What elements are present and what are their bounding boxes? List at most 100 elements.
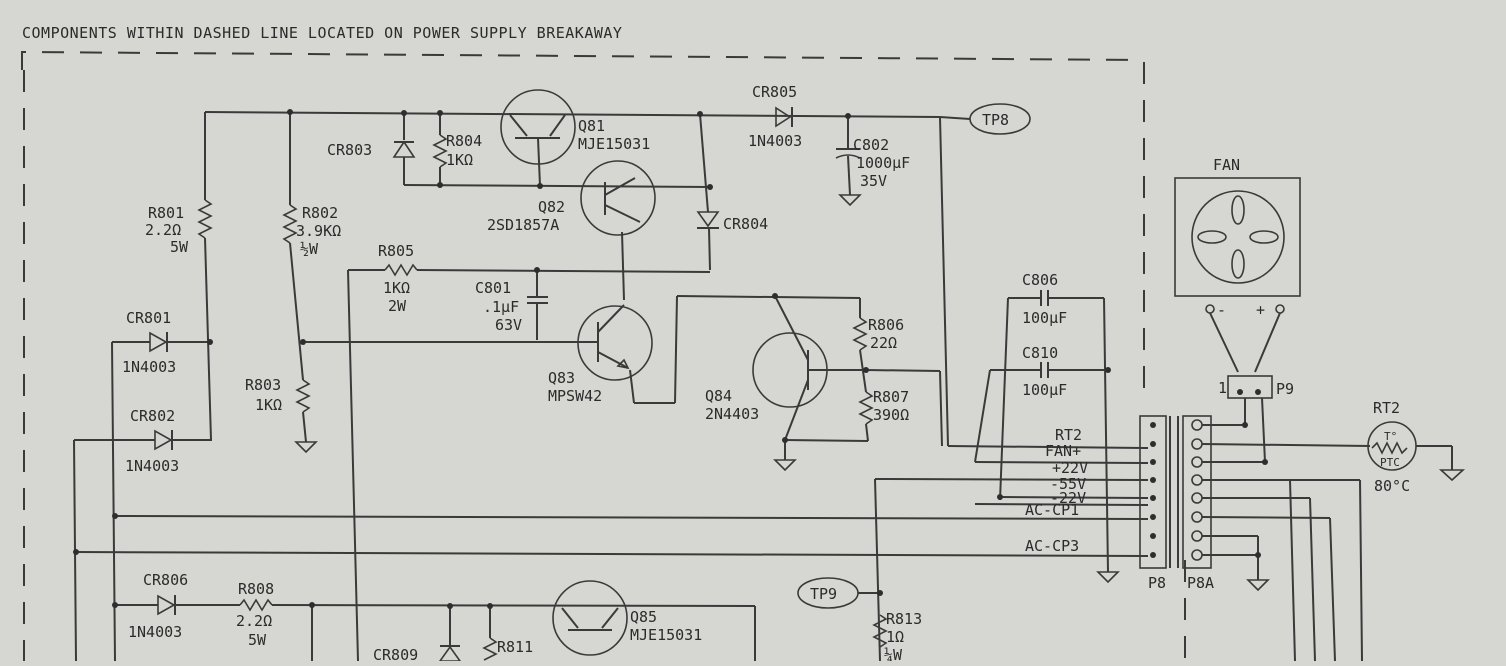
r808-rating: 5W bbox=[248, 631, 267, 649]
signal-rt2: RT2 bbox=[1055, 426, 1082, 444]
r808-ref: R808 bbox=[238, 580, 274, 598]
signal-m22v: -22V bbox=[1050, 489, 1086, 507]
r811-resistor: R811 bbox=[482, 606, 533, 661]
r804-resistor: R804 1KΩ bbox=[432, 112, 482, 185]
c810-value: 100µF bbox=[1022, 381, 1067, 399]
r803-ref: R803 bbox=[245, 376, 281, 394]
q81-transistor: Q81 MJE15031 bbox=[500, 89, 650, 187]
cr806-ref: CR806 bbox=[143, 571, 188, 589]
r807-ref: R807 bbox=[873, 388, 909, 406]
p9-label: P9 bbox=[1276, 380, 1294, 398]
cr805-diode: CR805 1N4003 bbox=[748, 83, 802, 150]
q84-transistor: Q84 2N4403 bbox=[705, 295, 869, 472]
tp8-testpoint: TP8 bbox=[939, 103, 1031, 447]
fan-pin1: 1 bbox=[1218, 379, 1227, 397]
c801-value: .1µF bbox=[483, 298, 519, 316]
c806-ref: C806 bbox=[1022, 271, 1058, 289]
q83-part: MPSW42 bbox=[548, 387, 602, 405]
header-note: COMPONENTS WITHIN DASHED LINE LOCATED ON… bbox=[22, 24, 622, 42]
cr806-diode: CR806 1N4003 bbox=[112, 571, 240, 641]
c801-capacitor: C801 .1µF 63V bbox=[475, 270, 548, 340]
rt2-symbol-bottom: PTC bbox=[1380, 456, 1400, 469]
tp9-testpoint: TP9 bbox=[797, 577, 880, 609]
q82-ref: Q82 bbox=[538, 198, 565, 216]
q82-transistor: Q82 2SD1857A bbox=[487, 160, 656, 301]
r801-ref: R801 bbox=[148, 204, 184, 222]
signal-accp1: AC-CP1 bbox=[1025, 501, 1079, 519]
r813-rating: ¼W bbox=[884, 646, 903, 661]
cr806-part: 1N4003 bbox=[128, 623, 182, 641]
cr809-ref: CR809 bbox=[373, 646, 418, 661]
junction-dots bbox=[207, 109, 1268, 609]
r804-ref: R804 bbox=[446, 132, 482, 150]
r805-resistor: R805 1KΩ 2W bbox=[347, 242, 711, 662]
r807-resistor: R807 390Ω bbox=[858, 369, 943, 447]
rt2-symbol-top: T° bbox=[1384, 430, 1397, 443]
fan-assembly: FAN - + 1 P9 bbox=[1174, 156, 1301, 463]
q84-part: 2N4403 bbox=[705, 405, 759, 423]
c801-rating: 63V bbox=[495, 316, 522, 334]
c802-ref: C802 bbox=[853, 136, 889, 154]
cr801-ref: CR801 bbox=[126, 309, 171, 327]
c802-capacitor: C802 1000µF 35V bbox=[835, 116, 910, 207]
p8-label: P8 bbox=[1148, 574, 1166, 592]
p8a-label: P8A bbox=[1187, 574, 1214, 592]
r813-ref: R813 bbox=[886, 610, 922, 628]
r804-value: 1KΩ bbox=[446, 151, 473, 169]
c802-value: 1000µF bbox=[856, 154, 910, 172]
p8-connector: P8 P8A bbox=[1139, 415, 1371, 662]
signal-fanplus: FAN+ bbox=[1045, 442, 1081, 460]
cr803-ref: CR803 bbox=[327, 141, 372, 159]
r803-resistor: R803 1KΩ bbox=[245, 376, 318, 454]
q85-part: MJE15031 bbox=[630, 626, 702, 644]
c801-ref: C801 bbox=[475, 279, 511, 297]
r802-rating: ½W bbox=[300, 240, 319, 258]
fan-plus: + bbox=[1256, 301, 1265, 319]
r808-value: 2.2Ω bbox=[236, 612, 272, 630]
q82-part: 2SD1857A bbox=[487, 216, 559, 234]
c806-capacitor: C806 100µF bbox=[999, 271, 1109, 573]
r801-resistor: R801 2.2Ω 5W bbox=[145, 199, 213, 441]
r802-resistor: R802 3.9KΩ ½W bbox=[282, 112, 341, 381]
rt2-temp: 80°C bbox=[1374, 477, 1410, 495]
r805-rating: 2W bbox=[388, 297, 407, 315]
q83-ref: Q83 bbox=[548, 369, 575, 387]
q85-transistor: Q85 MJE15031 bbox=[552, 580, 702, 656]
cr805-ref: CR805 bbox=[752, 83, 797, 101]
cr801-part: 1N4003 bbox=[122, 358, 176, 376]
q84-ref: Q84 bbox=[705, 387, 732, 405]
c802-rating: 35V bbox=[860, 172, 887, 190]
c810-capacitor: C810 100µF bbox=[974, 344, 1120, 584]
rt2-thermistor: RT2 T° PTC 80°C bbox=[1367, 399, 1466, 495]
r802-value: 3.9KΩ bbox=[296, 222, 341, 240]
q81-part: MJE15031 bbox=[578, 135, 650, 153]
signal-accp3: AC-CP3 bbox=[1025, 537, 1079, 555]
r805-value: 1KΩ bbox=[383, 279, 410, 297]
breakaway-boundary bbox=[21, 50, 1186, 661]
cr802-part: 1N4003 bbox=[125, 457, 179, 475]
r807-value: 390Ω bbox=[873, 406, 909, 424]
signal-55v: -55V bbox=[1050, 475, 1086, 493]
q85-ref: Q85 bbox=[630, 608, 657, 626]
cr804-diode: CR804 bbox=[696, 113, 768, 271]
rt2-ref: RT2 bbox=[1373, 399, 1400, 417]
fan-title: FAN bbox=[1213, 156, 1240, 174]
r805-ref: R805 bbox=[378, 242, 414, 260]
c806-value: 100µF bbox=[1022, 309, 1067, 327]
r808-resistor: R808 2.2Ω 5W bbox=[236, 580, 756, 661]
tp9-label: TP9 bbox=[810, 585, 837, 603]
p8-signal-lines: RT2 FAN+ +22V -55V -22V AC-CP1 AC-CP3 bbox=[874, 426, 1149, 662]
r801-rating: 5W bbox=[170, 238, 189, 256]
cr803-diode: CR803 bbox=[327, 112, 711, 188]
tp8-label: TP8 bbox=[982, 111, 1009, 129]
q81-ref: Q81 bbox=[578, 117, 605, 135]
r813-resistor: R813 1Ω ¼W bbox=[872, 610, 922, 664]
q83-transistor: Q83 MPSW42 bbox=[303, 295, 861, 405]
ac-bus-lines bbox=[73, 513, 1149, 557]
r802-ref: R802 bbox=[302, 204, 338, 222]
r811-ref: R811 bbox=[497, 638, 533, 656]
r806-value: 22Ω bbox=[870, 334, 897, 352]
cr804-ref: CR804 bbox=[723, 215, 768, 233]
